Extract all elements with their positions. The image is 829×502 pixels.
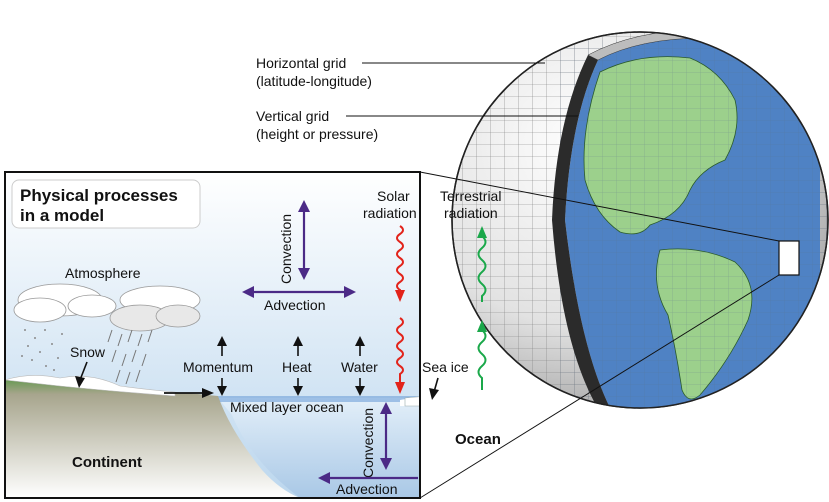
horizontal-grid-label-line2: (latitude-longitude) (256, 73, 372, 89)
solar-radiation-arrow (395, 225, 405, 394)
cloud-left (13, 283, 117, 323)
water-arrow (355, 336, 365, 396)
callout-line-bottom (419, 274, 780, 499)
globe-shell-cut (552, 55, 612, 408)
globe (451, 31, 829, 409)
atmosphere-label: Atmosphere (65, 265, 141, 281)
rainfall (107, 329, 153, 385)
continent-label: Continent (72, 454, 142, 471)
snow-label: Snow (70, 344, 106, 360)
panel-title-line2: in a model (20, 206, 104, 225)
snowfall (21, 329, 63, 371)
snow-arrow (75, 361, 88, 388)
sea-ice-arrow (429, 377, 439, 400)
mixed-layer-label: Mixed layer ocean (230, 399, 344, 415)
advection-bottom-arrow (318, 472, 418, 484)
panel-title-line1: Physical processes (20, 186, 178, 205)
momentum-arrow (217, 336, 227, 396)
heat-label: Heat (282, 359, 312, 375)
sea-ice-label: Sea ice (422, 359, 469, 375)
solar-radiation-label-line1: Solar (377, 188, 410, 204)
horizontal-grid-label-line1: Horizontal grid (256, 55, 346, 71)
heat-arrow (293, 336, 303, 396)
runoff-arrow (164, 388, 214, 398)
terrestrial-radiation-arrow (477, 226, 487, 390)
horizontal-grid-label: Horizontal grid (latitude-longitude) (256, 55, 545, 89)
terrestrial-radiation-label-line1: Terrestrial (440, 188, 501, 204)
vertical-grid-label-line1: Vertical grid (256, 108, 329, 124)
snow-cover (5, 375, 176, 397)
advection-top-arrow (242, 286, 356, 298)
grid-cell-highlight (778, 240, 800, 276)
convection-top-label: Convection (278, 214, 294, 284)
continent-land (5, 380, 300, 498)
callout-line-top (419, 171, 780, 242)
momentum-label: Momentum (183, 359, 253, 375)
convection-bottom-arrow (380, 402, 392, 470)
processes-panel: Physical processes in a model (4, 171, 501, 499)
ocean-label: Ocean (455, 431, 501, 448)
vertical-grid-label-line2: (height or pressure) (256, 126, 378, 142)
terrestrial-radiation-label-line2: radiation (444, 205, 498, 221)
vertical-grid-label: Vertical grid (height or pressure) (256, 108, 578, 142)
solar-radiation-label-line2: radiation (363, 205, 417, 221)
water-label: Water (341, 359, 378, 375)
cloud-right (109, 285, 201, 332)
convection-bottom-label: Convection (360, 408, 376, 478)
advection-bottom-label: Advection (336, 481, 397, 497)
advection-top-label: Advection (264, 297, 325, 313)
convection-top-arrow (298, 200, 310, 280)
ocean-body (218, 398, 420, 498)
panel-title-box (11, 179, 201, 229)
